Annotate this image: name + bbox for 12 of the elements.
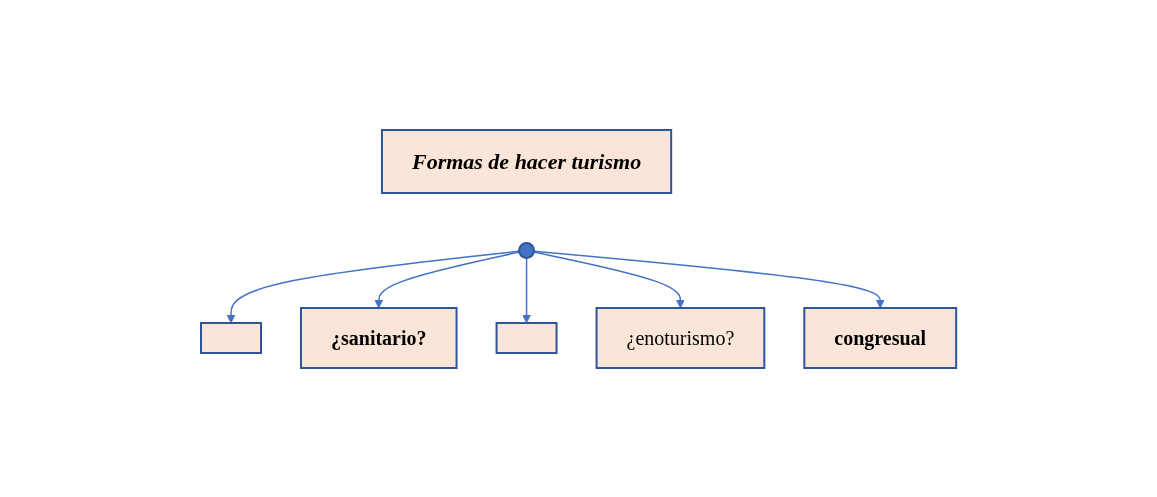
arrow (533, 249, 885, 308)
node-box (199, 321, 262, 354)
node-box: ¿enoturismo? (595, 306, 766, 369)
arrow (374, 250, 520, 308)
arrow (522, 256, 531, 323)
node-box: Formas de hacer turismo (380, 128, 673, 194)
node-circle (517, 241, 535, 259)
arrow (533, 250, 685, 308)
node-box: congresual (803, 306, 958, 369)
arrow (226, 250, 520, 323)
node-box: ¿sanitario? (299, 306, 458, 369)
node-box (495, 321, 558, 354)
